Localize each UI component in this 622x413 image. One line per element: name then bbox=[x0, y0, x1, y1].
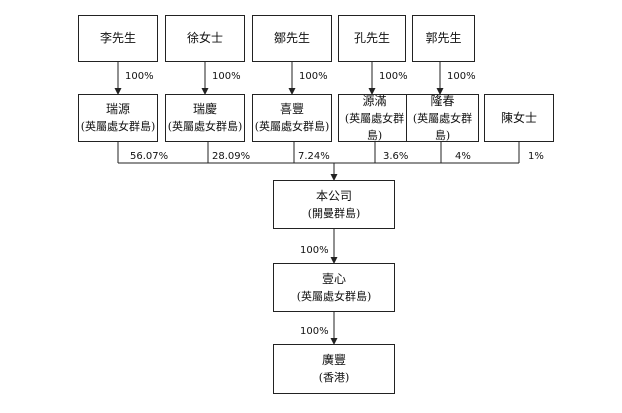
pct-guangfeng: 100% bbox=[300, 326, 329, 337]
holdco-box-chen: 陳女士 bbox=[484, 94, 554, 142]
holdco-name: 隆春 bbox=[430, 93, 455, 108]
person-name: 孔先生 bbox=[353, 31, 390, 45]
company-box: 本公司 (開曼群島) bbox=[273, 180, 395, 229]
pct-li: 100% bbox=[125, 71, 154, 82]
pct-xu: 100% bbox=[212, 71, 241, 82]
pct-yixin: 100% bbox=[300, 245, 329, 256]
holdco-jurisdiction: (英屬處女群島) bbox=[254, 120, 330, 133]
person-name: 鄒先生 bbox=[273, 31, 310, 45]
subsidiary-name: 壹心 bbox=[321, 271, 346, 286]
pct-zou: 100% bbox=[299, 71, 328, 82]
person-box-li: 李先生 bbox=[78, 15, 158, 62]
pct-ruiyuan: 56.07% bbox=[130, 151, 169, 162]
pct-yuanman: 3.6% bbox=[383, 151, 409, 162]
pct-ruiqing: 28.09% bbox=[212, 151, 251, 162]
pct-xifeng: 7.24% bbox=[298, 151, 330, 162]
company-name: 本公司 bbox=[315, 188, 352, 203]
person-box-xu: 徐女士 bbox=[165, 15, 245, 62]
holdco-box-yuanman: 源滿 (英屬處女群島) bbox=[338, 94, 411, 142]
person-box-guo: 郭先生 bbox=[412, 15, 475, 62]
holdco-name: 陳女士 bbox=[500, 110, 537, 125]
holdco-box-longchun: 隆春 (英屬處女群島) bbox=[406, 94, 479, 142]
subsidiary-jurisdiction: (香港) bbox=[318, 371, 350, 384]
person-name: 郭先生 bbox=[425, 31, 462, 45]
holdco-box-ruiyuan: 瑞源 (英屬處女群島) bbox=[78, 94, 158, 142]
holdco-jurisdiction: (英屬處女群島) bbox=[344, 111, 405, 142]
pct-longchun: 4% bbox=[455, 151, 471, 162]
pct-kong: 100% bbox=[379, 71, 408, 82]
holdco-box-xifeng: 喜豐 (英屬處女群島) bbox=[252, 94, 332, 142]
person-box-zou: 鄒先生 bbox=[252, 15, 332, 62]
holdco-name: 源滿 bbox=[362, 93, 387, 108]
person-name: 李先生 bbox=[99, 31, 136, 45]
subsidiary-jurisdiction: (英屬處女群島) bbox=[296, 289, 372, 303]
subsidiary-name: 廣豐 bbox=[321, 353, 346, 367]
holdco-jurisdiction: (英屬處女群島) bbox=[412, 111, 473, 142]
person-name: 徐女士 bbox=[186, 31, 223, 45]
holdco-jurisdiction: (英屬處女群島) bbox=[167, 120, 243, 133]
holdco-name: 喜豐 bbox=[279, 102, 304, 116]
holdco-box-ruiqing: 瑞慶 (英屬處女群島) bbox=[165, 94, 245, 142]
subsidiary-box-guangfeng: 廣豐 (香港) bbox=[273, 344, 395, 394]
person-box-kong: 孔先生 bbox=[338, 15, 406, 62]
pct-guo: 100% bbox=[447, 71, 476, 82]
company-jurisdiction: (開曼群島) bbox=[307, 206, 361, 220]
holdco-jurisdiction: (英屬處女群島) bbox=[80, 120, 156, 133]
pct-chen: 1% bbox=[528, 151, 544, 162]
subsidiary-box-yixin: 壹心 (英屬處女群島) bbox=[273, 263, 395, 312]
holdco-name: 瑞慶 bbox=[192, 102, 217, 116]
holdco-name: 瑞源 bbox=[105, 102, 130, 116]
